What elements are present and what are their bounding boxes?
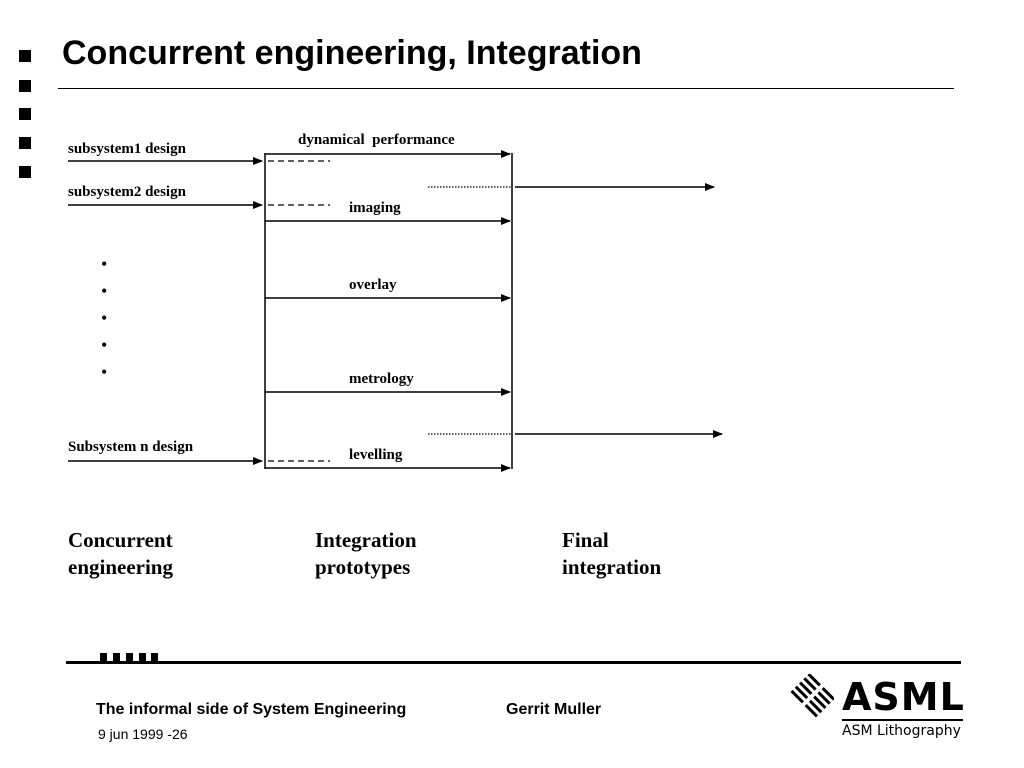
phase-line: integration [562,555,662,579]
asml-logo-subtitle: ASM Lithography [842,723,961,739]
phase-label-concurrent-engineering: Concurrent engineering [68,527,173,581]
footer-tick [113,653,120,661]
ellipsis-dot: • [101,308,108,328]
asml-logo-icon [790,674,834,718]
subsystem-label: Subsystem n design [68,439,194,455]
phase-line: Final [562,528,609,552]
integration-diagram [68,150,723,472]
phase-label-final-integration: Final integration [562,527,661,581]
subsystem-label: subsystem2 design [68,184,186,200]
footer-tick [151,653,158,661]
asml-logo-divider [842,719,963,721]
ellipsis-dot: • [101,254,108,274]
footer-tick [139,653,146,661]
nav-square [19,137,31,149]
title-divider [58,88,954,89]
phase-line: engineering [68,555,173,579]
nav-square [19,50,31,62]
footer-divider [66,661,961,664]
footer-tick [100,653,107,661]
phase-line: Concurrent [68,528,173,552]
nav-square [19,166,31,178]
phase-label-integration-prototypes: Integration prototypes [315,527,417,581]
ellipsis-dot: • [101,335,108,355]
function-label: dynamical performance [298,132,455,148]
nav-square [19,108,31,120]
function-label: levelling [349,447,403,463]
footer-tick [126,653,133,661]
ellipsis-dot: • [101,281,108,301]
footer-author: Gerrit Muller [506,701,602,718]
phase-line: Integration [315,528,417,552]
function-label: overlay [349,277,397,293]
function-label: metrology [349,371,414,387]
slide-title: Concurrent engineering, Integration [62,34,642,72]
footer-date: 9 jun 1999 -26 [98,726,188,742]
asml-logo-text: ASML [842,675,965,719]
function-label: imaging [349,200,401,216]
ellipsis-dot: • [101,362,108,382]
subsystem-label: subsystem1 design [68,141,186,157]
footer-title: The informal side of System Engineering [96,701,407,718]
phase-line: prototypes [315,555,411,579]
nav-square [19,80,31,92]
